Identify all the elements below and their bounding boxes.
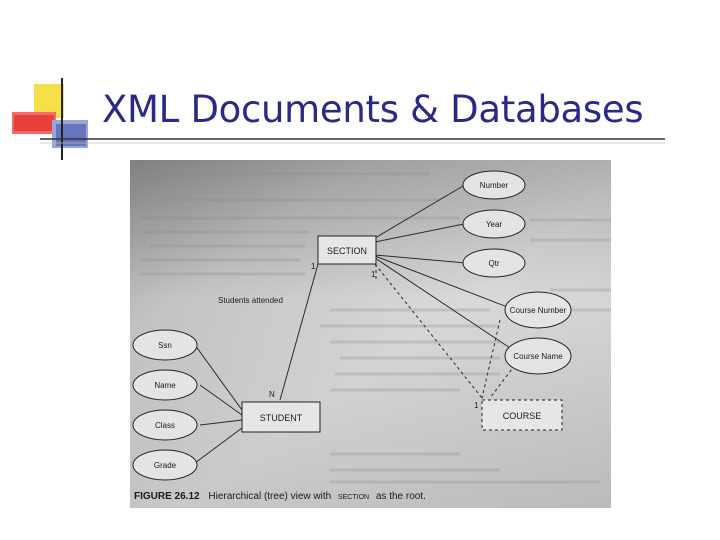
svg-text:Number: Number	[480, 181, 509, 190]
edge-section-student	[279, 263, 319, 401]
edge-student-ssn	[194, 344, 243, 411]
scan-shading	[130, 160, 611, 508]
attribute-name: Name	[132, 369, 198, 401]
attribute-course-number: Course Number	[504, 291, 572, 329]
svg-text:Qtr: Qtr	[488, 259, 499, 268]
edge-student-class	[199, 419, 243, 426]
edge-section-qtr	[374, 254, 467, 264]
svg-text:Name: Name	[154, 381, 176, 390]
attribute-grade: Grade	[132, 449, 198, 481]
edge-course-course-number	[481, 319, 501, 399]
caption-keyword: SECTION	[338, 494, 369, 501]
edge-section-number	[374, 185, 464, 239]
svg-text:Year: Year	[486, 220, 503, 229]
svg-text:Ssn: Ssn	[158, 341, 172, 350]
title-underline	[40, 138, 665, 144]
caption-text-pre: Hierarchical (tree) view with	[208, 491, 331, 502]
attribute-qtr: Qtr	[462, 248, 526, 278]
cardinality-course: 1	[474, 401, 479, 410]
caption-text-post: as the root.	[376, 491, 426, 502]
tree-diagram: SECTION Number Year Qtr Course Number Co…	[130, 160, 611, 508]
edge-section-year	[374, 223, 465, 243]
course-label: COURSE	[503, 411, 542, 421]
logo-red-square-core	[14, 115, 54, 131]
figure-number: FIGURE 26.12	[134, 491, 200, 502]
attribute-course-name: Course Name	[504, 337, 572, 375]
cardinality-student: N	[269, 390, 275, 399]
diagram-edges	[194, 185, 514, 464]
section-label: SECTION	[327, 246, 367, 256]
svg-text:Class: Class	[155, 421, 175, 430]
attribute-year: Year	[462, 209, 526, 239]
figure-caption: FIGURE 26.12 Hierarchical (tree) view wi…	[134, 491, 426, 502]
student-entity: STUDENT	[241, 401, 321, 433]
edge-section-course	[374, 263, 483, 399]
scanned-figure: SECTION Number Year Qtr Course Number Co…	[130, 160, 611, 508]
slide-title: XML Documents & Databases	[102, 88, 644, 131]
cardinality-section-course: 1	[371, 270, 376, 279]
svg-text:Grade: Grade	[154, 461, 177, 470]
slide-logo	[12, 78, 88, 160]
course-entity: COURSE	[481, 399, 563, 431]
edge-student-name	[199, 384, 243, 416]
logo-blue-square-core	[56, 124, 86, 146]
edge-course-course-name	[489, 364, 516, 399]
edge-section-course-number	[374, 255, 511, 309]
diagram-dashed-edges	[374, 263, 516, 399]
svg-text:Course Number: Course Number	[510, 306, 567, 315]
section-entity: SECTION	[317, 235, 377, 265]
attribute-number: Number	[462, 170, 526, 200]
student-label: STUDENT	[260, 413, 303, 423]
relationship-label: Students attended	[218, 296, 283, 305]
attribute-class: Class	[132, 409, 198, 441]
edge-section-course-name	[374, 257, 514, 351]
edge-student-grade	[194, 427, 243, 464]
svg-text:Course Name: Course Name	[513, 352, 563, 361]
bleed-through-text	[140, 172, 611, 484]
cardinality-section-student: 1	[311, 262, 316, 271]
attribute-ssn: Ssn	[132, 329, 198, 361]
